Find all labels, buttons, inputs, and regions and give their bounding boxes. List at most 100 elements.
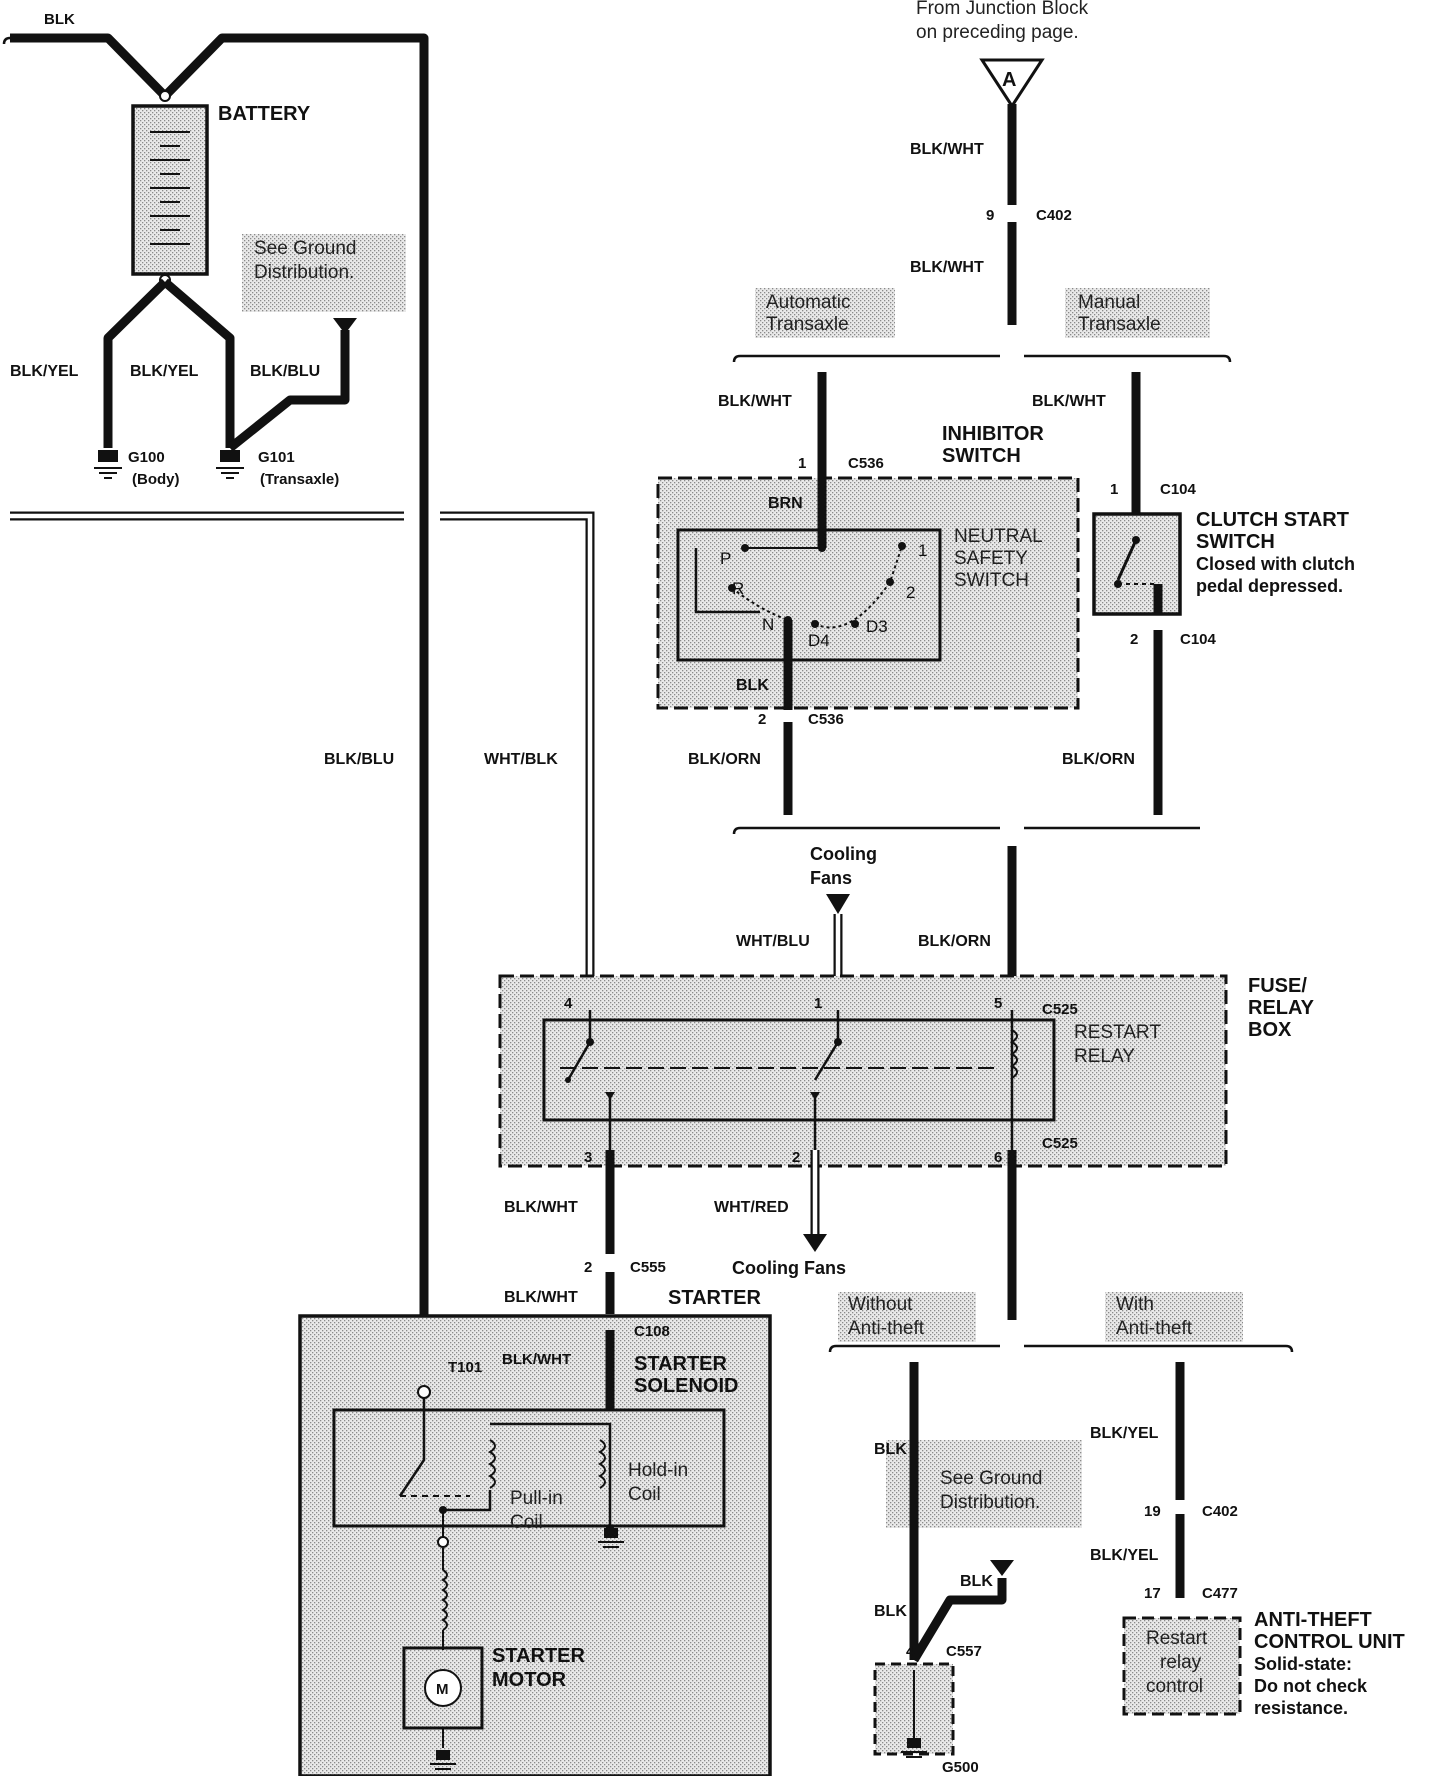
neutral-safety-switch-label: SWITCH (954, 570, 1029, 591)
wht-blk-wire (10, 511, 595, 1000)
wire-label: BLK (736, 677, 769, 694)
ground-label: (Transaxle) (260, 471, 339, 488)
pin-label: 2 (758, 711, 766, 728)
pin-label: 9 (986, 207, 994, 224)
switch-position-label: D4 (808, 631, 830, 650)
connector-label: C555 (630, 1259, 666, 1276)
battery-label: BATTERY (218, 103, 311, 125)
pin-label: 19 (1144, 1503, 1161, 1520)
restart-relay-label: RESTART (1074, 1022, 1161, 1043)
connector-label: C108 (634, 1323, 670, 1340)
see-ground-label-2: Distribution. (254, 262, 354, 283)
fuse-relay-box-label: BOX (1248, 1019, 1292, 1041)
connector-label: C477 (1202, 1585, 1238, 1602)
see-ground-label: See Ground (254, 238, 356, 259)
connector-label: C557 (946, 1643, 982, 1660)
clutch-switch-note: pedal depressed. (1196, 576, 1343, 596)
junction-source-label-2: on preceding page. (916, 22, 1079, 43)
hold-in-coil-label: Hold-in (628, 1460, 688, 1481)
ground-g500-icon (873, 1662, 955, 1758)
clutch-switch-note: Closed with clutch (1196, 554, 1355, 574)
motor-icon: M (436, 1681, 449, 1698)
pin-label: 2 (584, 1259, 592, 1276)
wire-label: BLK/WHT (504, 1289, 578, 1306)
restart-relay-control-label: control (1146, 1676, 1203, 1697)
inhibitor-switch (656, 476, 1080, 710)
variant-label: Transaxle (1078, 314, 1161, 335)
wire-label: BLK/BLU (324, 751, 394, 768)
switch-position-label: D3 (866, 617, 888, 636)
ground-label: G500 (942, 1759, 979, 1776)
wire-label: BLK/WHT (502, 1351, 571, 1368)
connector-label: C536 (848, 455, 884, 472)
connector-label: C402 (1036, 207, 1072, 224)
starter-solenoid-label: STARTER (634, 1353, 728, 1375)
fuse-relay-box-label: FUSE/ (1248, 975, 1307, 997)
anti-theft-unit-label: CONTROL UNIT (1254, 1631, 1405, 1653)
variant-label: Anti-theft (1116, 1318, 1193, 1339)
anti-theft-unit-note: resistance. (1254, 1698, 1348, 1718)
pin-label: 2 (792, 1149, 800, 1166)
connector-label: C402 (1202, 1503, 1238, 1520)
wire-label: BLK/ORN (688, 751, 761, 768)
connector-label: C525 (1042, 1001, 1078, 1018)
connector-a-label: A (1002, 69, 1016, 91)
starter-solenoid-label: SOLENOID (634, 1375, 738, 1397)
wire-label: BLK/WHT (1032, 393, 1106, 410)
pin-label: 1 (798, 455, 806, 472)
see-ground-label-2: Distribution. (940, 1492, 1040, 1513)
anti-theft-unit-label: ANTI-THEFT (1254, 1609, 1372, 1631)
ground-label: G100 (128, 449, 165, 466)
wire-label: BLK (960, 1573, 993, 1590)
cooling-fans-label: Fans (810, 868, 852, 888)
wire-label: BLK (874, 1603, 907, 1620)
switch-position-label: R (732, 579, 744, 598)
neutral-safety-switch-label: NEUTRAL (954, 526, 1043, 547)
pin-label: 1 (1110, 481, 1118, 498)
neutral-safety-switch-label: SAFETY (954, 548, 1028, 569)
connector-label: C525 (1042, 1135, 1078, 1152)
wire-label: BLK/ORN (1062, 751, 1135, 768)
fuse-relay-box-label: RELAY (1248, 997, 1315, 1019)
anti-theft-unit-note: Solid-state: (1254, 1654, 1352, 1674)
junction-section (732, 58, 1232, 363)
fuse-relay-box (498, 974, 1228, 1168)
wire-label: BLK/YEL (130, 363, 199, 380)
wire-label: BLK (874, 1441, 907, 1458)
wire-label: BLK/YEL (1090, 1547, 1159, 1564)
pin-label: 2 (1130, 631, 1138, 648)
pin-label: 3 (584, 1149, 592, 1166)
wire-label: WHT/BLK (484, 751, 558, 768)
ground-label: G101 (258, 449, 295, 466)
hold-in-coil-label: Coil (628, 1484, 661, 1505)
connector-label: C536 (808, 711, 844, 728)
switch-position-label: 1 (918, 541, 927, 560)
terminal-label: T101 (448, 1359, 482, 1376)
wire-label: BLK/YEL (10, 363, 79, 380)
wire-label: WHT/RED (714, 1199, 789, 1216)
variant-label: Manual (1078, 292, 1140, 313)
wire-label: BLK/ORN (918, 933, 991, 950)
inhibitor-switch-label: INHIBITOR (942, 423, 1044, 445)
starter-motor-label: MOTOR (492, 1669, 567, 1691)
connector-label: C104 (1180, 631, 1217, 648)
wire-label: BLK/WHT (504, 1199, 578, 1216)
anti-theft-unit-note: Do not check (1254, 1676, 1368, 1696)
switch-position-label: P (720, 549, 731, 568)
wire-label: BLK/YEL (1090, 1425, 1159, 1442)
wire-label: BLK/WHT (910, 259, 984, 276)
restart-relay-label: RELAY (1074, 1046, 1135, 1067)
wire-label: BLK/WHT (718, 393, 792, 410)
pin-label: 1 (814, 995, 822, 1012)
wire-label: BLK/WHT (910, 141, 984, 158)
variant-label: Anti-theft (848, 1318, 925, 1339)
ground-label: (Body) (132, 471, 180, 488)
clutch-start-switch (1092, 488, 1182, 815)
wire-label: BRN (768, 495, 803, 512)
pin-label: 4 (564, 995, 573, 1012)
cooling-fans-label: Cooling (810, 844, 877, 864)
wire-label: BLK/BLU (250, 363, 320, 380)
restart-relay-control-label: relay (1160, 1652, 1202, 1673)
junction-source-label: From Junction Block (916, 0, 1089, 19)
